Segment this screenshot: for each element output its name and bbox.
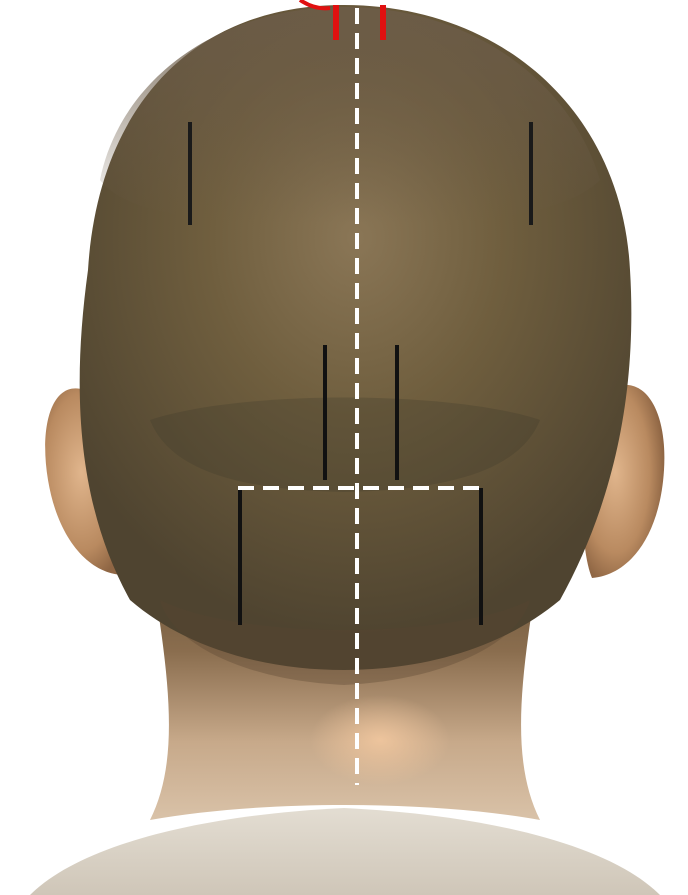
shoulders	[30, 808, 660, 895]
hair	[100, 7, 600, 223]
vertex-arc	[300, 0, 330, 8]
neck-highlight	[310, 695, 450, 785]
